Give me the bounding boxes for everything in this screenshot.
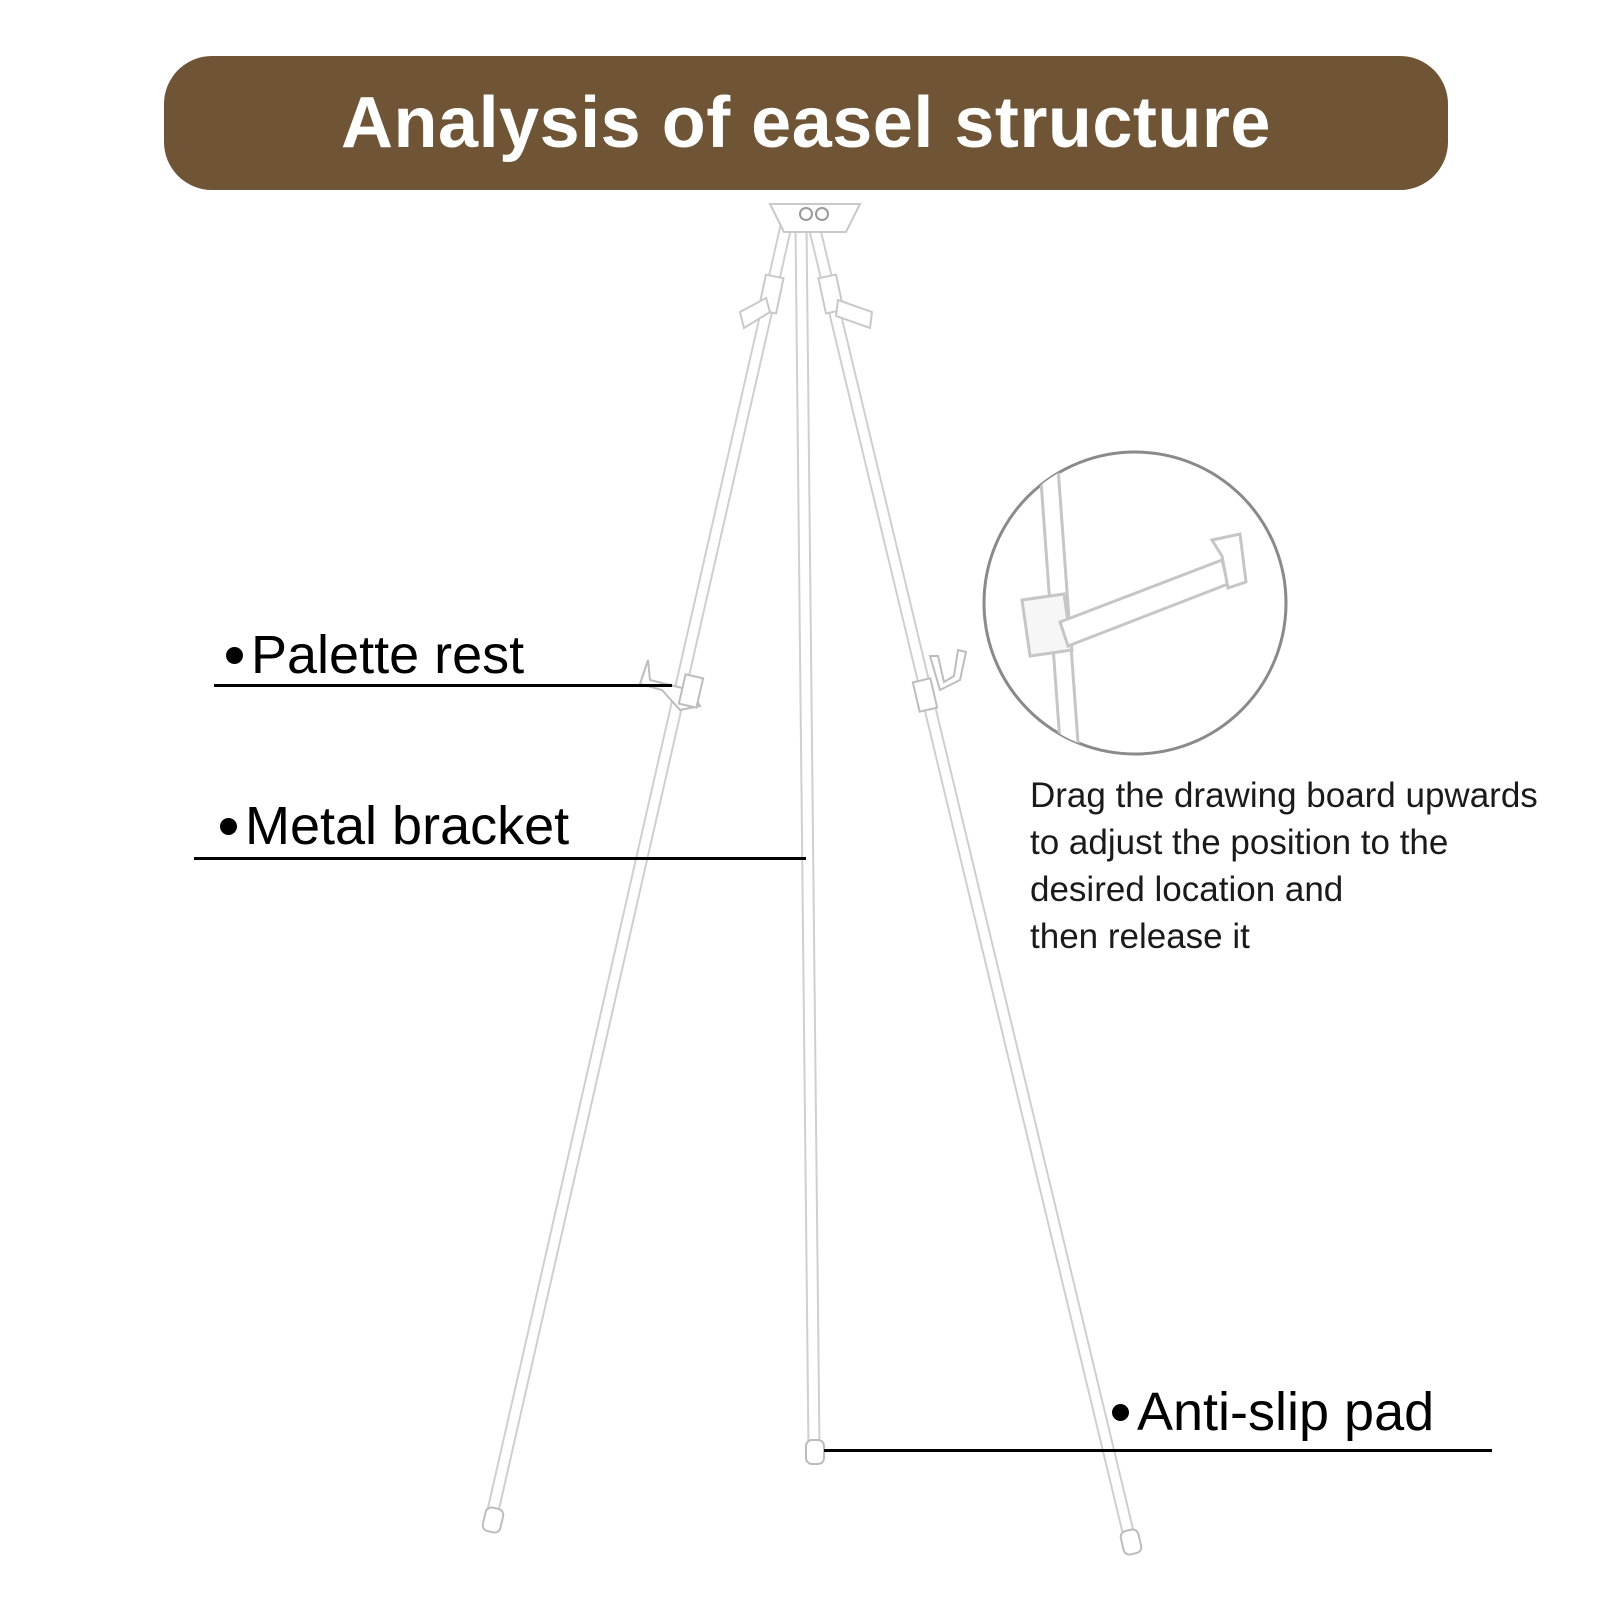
- palette-rest-right: [911, 648, 968, 713]
- callout-metal-bracket: Metal bracket: [220, 799, 569, 853]
- upper-clamp-left: [738, 273, 785, 330]
- leader-line-anti-slip-pad: [824, 1449, 1492, 1452]
- leader-line-palette-rest: [214, 684, 672, 687]
- adjust-instructions: Drag the drawing board upwards to adjust…: [1030, 772, 1590, 960]
- instruction-line: Drag the drawing board upwards: [1030, 776, 1538, 815]
- leader-line-metal-bracket: [194, 857, 806, 860]
- callout-palette-rest: Palette rest: [226, 628, 524, 682]
- upper-clamp-right: [817, 273, 874, 330]
- left-leg: [485, 219, 793, 1522]
- instruction-line: to adjust the position to the: [1030, 823, 1449, 862]
- callout-anti-slip-pad: Anti-slip pad: [1112, 1385, 1434, 1439]
- instruction-line: desired location and: [1030, 870, 1344, 909]
- bullet-icon: [226, 646, 243, 664]
- anti-slip-pad-left: [481, 1506, 505, 1534]
- top-cap: [768, 203, 862, 233]
- anti-slip-pad-right: [1119, 1528, 1143, 1556]
- bullet-icon: [1112, 1403, 1129, 1421]
- anti-slip-pad-center: [805, 1439, 825, 1465]
- instruction-line: then release it: [1030, 917, 1250, 956]
- callout-palette-rest-label: Palette rest: [251, 625, 525, 685]
- right-leg: [807, 219, 1137, 1547]
- zoom-detail-circle: [982, 450, 1288, 756]
- page-title: Analysis of easel structure: [341, 83, 1271, 163]
- bullet-icon: [220, 817, 237, 835]
- title-banner: Analysis of easel structure: [164, 56, 1448, 190]
- callout-anti-slip-pad-label: Anti-slip pad: [1137, 1382, 1435, 1442]
- center-leg: [794, 219, 821, 1457]
- callout-metal-bracket-label: Metal bracket: [245, 796, 570, 856]
